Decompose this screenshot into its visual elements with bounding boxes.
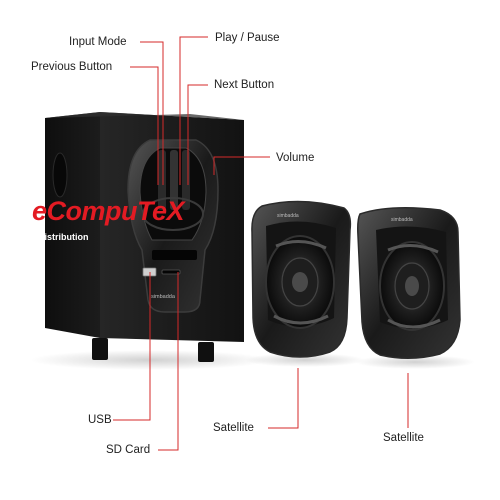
label-satellite-left: Satellite — [213, 422, 254, 434]
label-next-button: Next Button — [214, 79, 275, 91]
callout-lines — [113, 36, 409, 451]
watermark-brand: eCompuTeX — [32, 196, 185, 226]
label-usb: USB — [88, 414, 112, 426]
callout-line-usb — [113, 272, 151, 421]
satellite-speaker-left: simbadda — [251, 200, 352, 358]
label-play-pause: Play / Pause — [215, 32, 280, 44]
satellite-left-logo: simbadda — [277, 213, 299, 219]
callout-line-satellite-left — [268, 368, 299, 429]
label-previous-button: Previous Button — [31, 61, 113, 73]
ecomputex-watermark: eCompuTeX Distribution — [30, 196, 240, 246]
callout-line-volume — [213, 156, 270, 175]
subwoofer-logo: simbadda — [151, 294, 176, 300]
watermark-sub: Distribution — [38, 232, 89, 242]
subwoofer: simbadda — [45, 112, 244, 362]
label-volume: Volume — [276, 152, 315, 164]
label-input-mode: Input Mode — [69, 36, 127, 48]
callout-line-next — [187, 84, 208, 185]
satellite-speaker-right: simbadda — [357, 207, 461, 359]
label-satellite-right: Satellite — [383, 432, 424, 444]
callout-line-previous — [130, 66, 159, 185]
callout-line-input-mode — [140, 41, 164, 185]
callout-line-play-pause — [179, 36, 208, 185]
callout-line-sd-card — [158, 272, 179, 451]
satellite-right-logo: simbadda — [391, 217, 413, 223]
label-sd-card: SD Card — [106, 444, 151, 456]
